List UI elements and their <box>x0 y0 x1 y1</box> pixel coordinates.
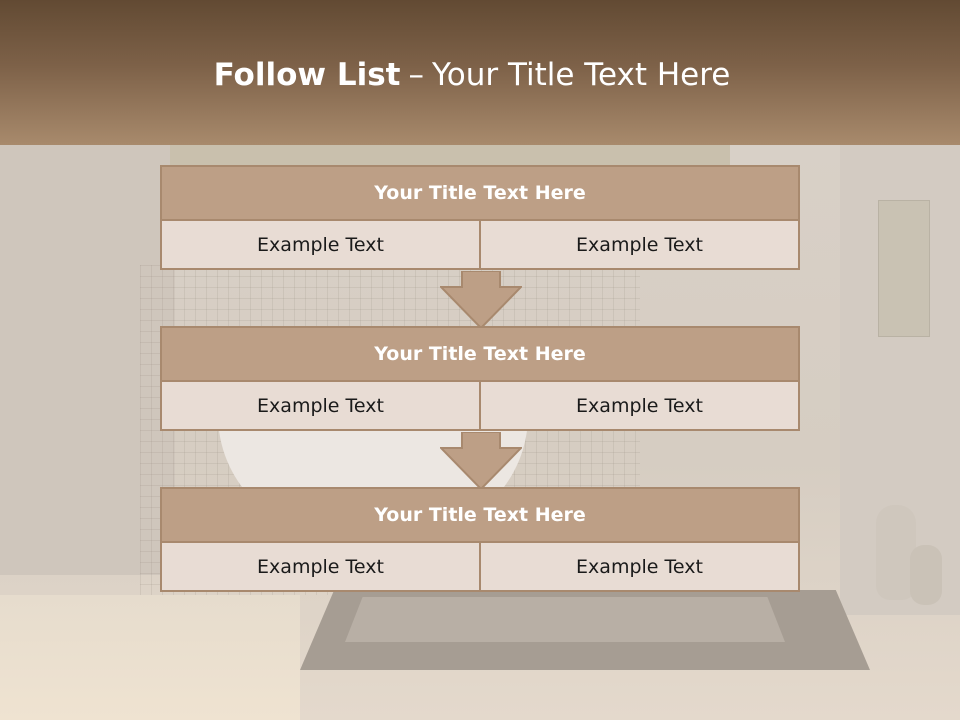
title-separator: – <box>408 57 424 93</box>
block-cell-right: Example Text <box>479 382 800 431</box>
down-arrow-icon <box>440 271 522 329</box>
block-cell-left: Example Text <box>160 221 481 270</box>
rug-inner <box>345 597 785 642</box>
vase <box>876 505 916 600</box>
floor <box>0 595 300 720</box>
list-block-3: Your Title Text Here Example Text Exampl… <box>160 487 800 592</box>
down-arrow-icon <box>440 432 522 490</box>
block-row: Example Text Example Text <box>160 221 800 270</box>
block-title: Your Title Text Here <box>160 326 800 382</box>
block-cell-left: Example Text <box>160 543 481 592</box>
wall-left <box>0 145 175 575</box>
header-bar: Follow List–Your Title Text Here <box>0 0 960 145</box>
window <box>170 145 730 165</box>
list-block-2: Your Title Text Here Example Text Exampl… <box>160 326 800 431</box>
block-cell-left: Example Text <box>160 382 481 431</box>
vase <box>910 545 942 605</box>
block-row: Example Text Example Text <box>160 382 800 431</box>
block-cell-right: Example Text <box>479 221 800 270</box>
block-title: Your Title Text Here <box>160 165 800 221</box>
title-bold: Follow List <box>213 57 401 93</box>
block-title: Your Title Text Here <box>160 487 800 543</box>
list-block-1: Your Title Text Here Example Text Exampl… <box>160 165 800 270</box>
page-title: Follow List–Your Title Text Here <box>0 55 944 95</box>
title-rest: Your Title Text Here <box>431 57 731 93</box>
towel <box>878 200 930 337</box>
block-row: Example Text Example Text <box>160 543 800 592</box>
block-cell-right: Example Text <box>479 543 800 592</box>
